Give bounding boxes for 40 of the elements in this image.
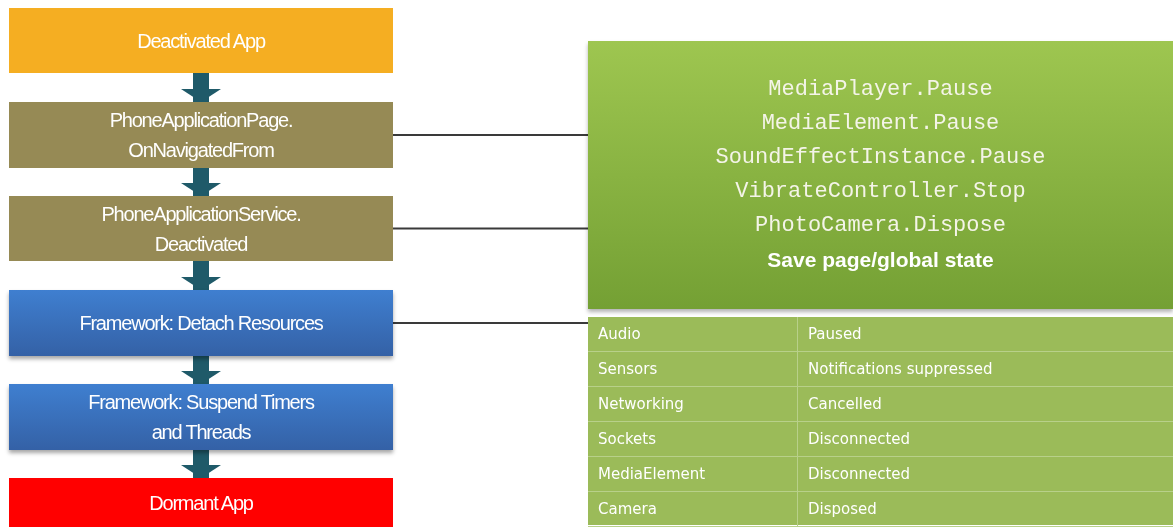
block-arrow	[181, 73, 221, 102]
step-label: Deactivated App	[137, 28, 265, 54]
state-cell: Disconnected	[798, 422, 1173, 457]
resource-state-table	[588, 317, 1173, 525]
block-arrow	[181, 168, 221, 196]
state-cell: Notifications suppressed	[798, 352, 1173, 387]
block-arrow	[181, 450, 221, 478]
step-box	[9, 290, 393, 356]
resource-cell: Sockets	[588, 422, 798, 457]
step-label: Dormant App	[149, 490, 253, 516]
state-cell: Disposed	[798, 492, 1173, 527]
state-cell: Paused	[798, 317, 1173, 352]
step-box	[9, 196, 393, 261]
resource-cell: MediaElement	[588, 457, 798, 492]
panel-note: Save page/global state	[767, 247, 994, 273]
block-arrow	[181, 261, 221, 290]
resource-cell: Audio	[588, 317, 798, 352]
block-arrow	[181, 356, 221, 384]
state-cell: Disconnected	[798, 457, 1173, 492]
method-call-text: PhotoCamera.Dispose	[755, 212, 1006, 240]
connector-line	[392, 322, 589, 324]
step-label: Framework: Detach Resources	[79, 311, 323, 336]
step-box	[9, 478, 393, 527]
method-call-text: MediaElement.Pause	[761, 110, 1000, 138]
step-box	[9, 102, 393, 168]
method-call-text: MediaPlayer.Pause	[768, 76, 993, 104]
connector-line	[392, 227, 589, 230]
state-cell: Cancelled	[798, 387, 1173, 422]
step-box	[9, 384, 393, 450]
method-call-text: SoundEffectInstance.Pause	[715, 144, 1046, 172]
step-label: Framework: Suspend Timers and Threads	[87, 390, 316, 445]
resource-cell: Sensors	[588, 352, 798, 387]
step-label: PhoneApplicationPage. OnNavigatedFrom	[108, 108, 294, 163]
method-list-panel	[588, 41, 1173, 309]
method-call-text: VibrateController.Stop	[735, 178, 1026, 206]
connector-line	[392, 134, 589, 136]
resource-cell: Networking	[588, 387, 798, 422]
resource-cell: Camera	[588, 492, 798, 527]
step-box	[9, 8, 393, 73]
step-label: PhoneApplicationService. Deactivated	[100, 201, 302, 257]
